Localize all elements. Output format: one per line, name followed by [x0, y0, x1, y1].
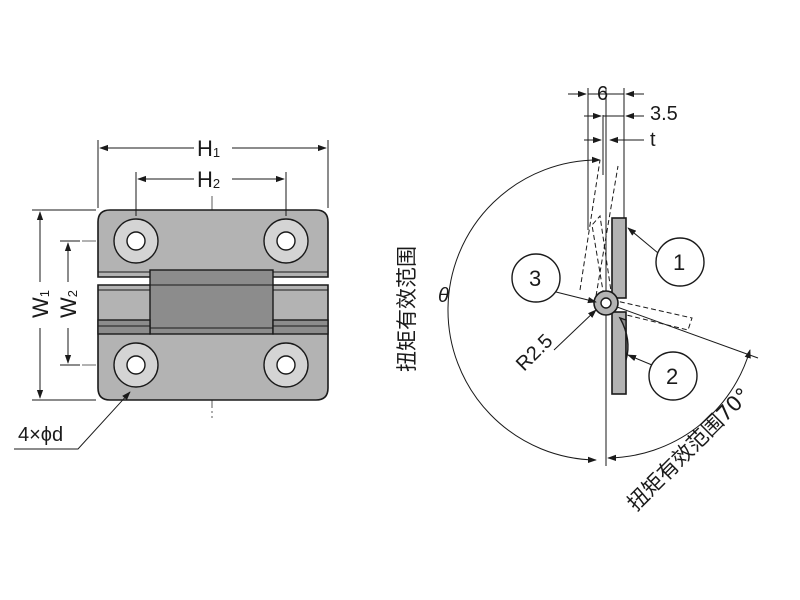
h1-label: H1 — [197, 136, 220, 161]
upper-leaf-side — [611, 217, 627, 299]
torque-range-label: 扭矩有效范围 — [395, 246, 419, 372]
h2-label: H2 — [197, 167, 220, 192]
torque-70-arc — [607, 349, 751, 462]
dim-3-5-label: 3.5 — [650, 103, 678, 125]
mounting-hole-bottom-left — [113, 342, 159, 388]
balloon-3: 3 — [511, 253, 597, 304]
torque-range-70-label: 扭矩有效范围70° — [623, 383, 755, 515]
svg-text:2: 2 — [666, 364, 678, 389]
pivot-pin — [600, 297, 612, 309]
side-view: 6 3.5 t R2.5 θ — [395, 83, 759, 516]
dim-6-label: 6 — [597, 83, 608, 105]
svg-text:3: 3 — [529, 266, 541, 291]
hole-callout-label: 4×ϕd — [18, 424, 63, 446]
balloon-2: 2 — [627, 351, 698, 401]
torque-range-arc — [447, 156, 601, 464]
w1-label: W1 — [28, 290, 53, 318]
front-view: H1 H2 W1 W2 4×ϕd — [14, 136, 329, 450]
mounting-hole-bottom-right — [263, 342, 309, 388]
w2-label: W2 — [56, 290, 81, 318]
svg-text:1: 1 — [673, 250, 685, 275]
dim-t-label: t — [650, 129, 656, 151]
balloon-1: 1 — [627, 227, 705, 287]
knuckle-center — [149, 269, 274, 335]
radius-label: R2.5 — [512, 330, 557, 375]
theta-label: θ — [438, 285, 449, 307]
mounting-hole-top-right — [263, 218, 309, 264]
mounting-hole-top-left — [113, 218, 159, 264]
radius-leader — [553, 309, 597, 351]
hole-callout-leader — [14, 391, 131, 450]
